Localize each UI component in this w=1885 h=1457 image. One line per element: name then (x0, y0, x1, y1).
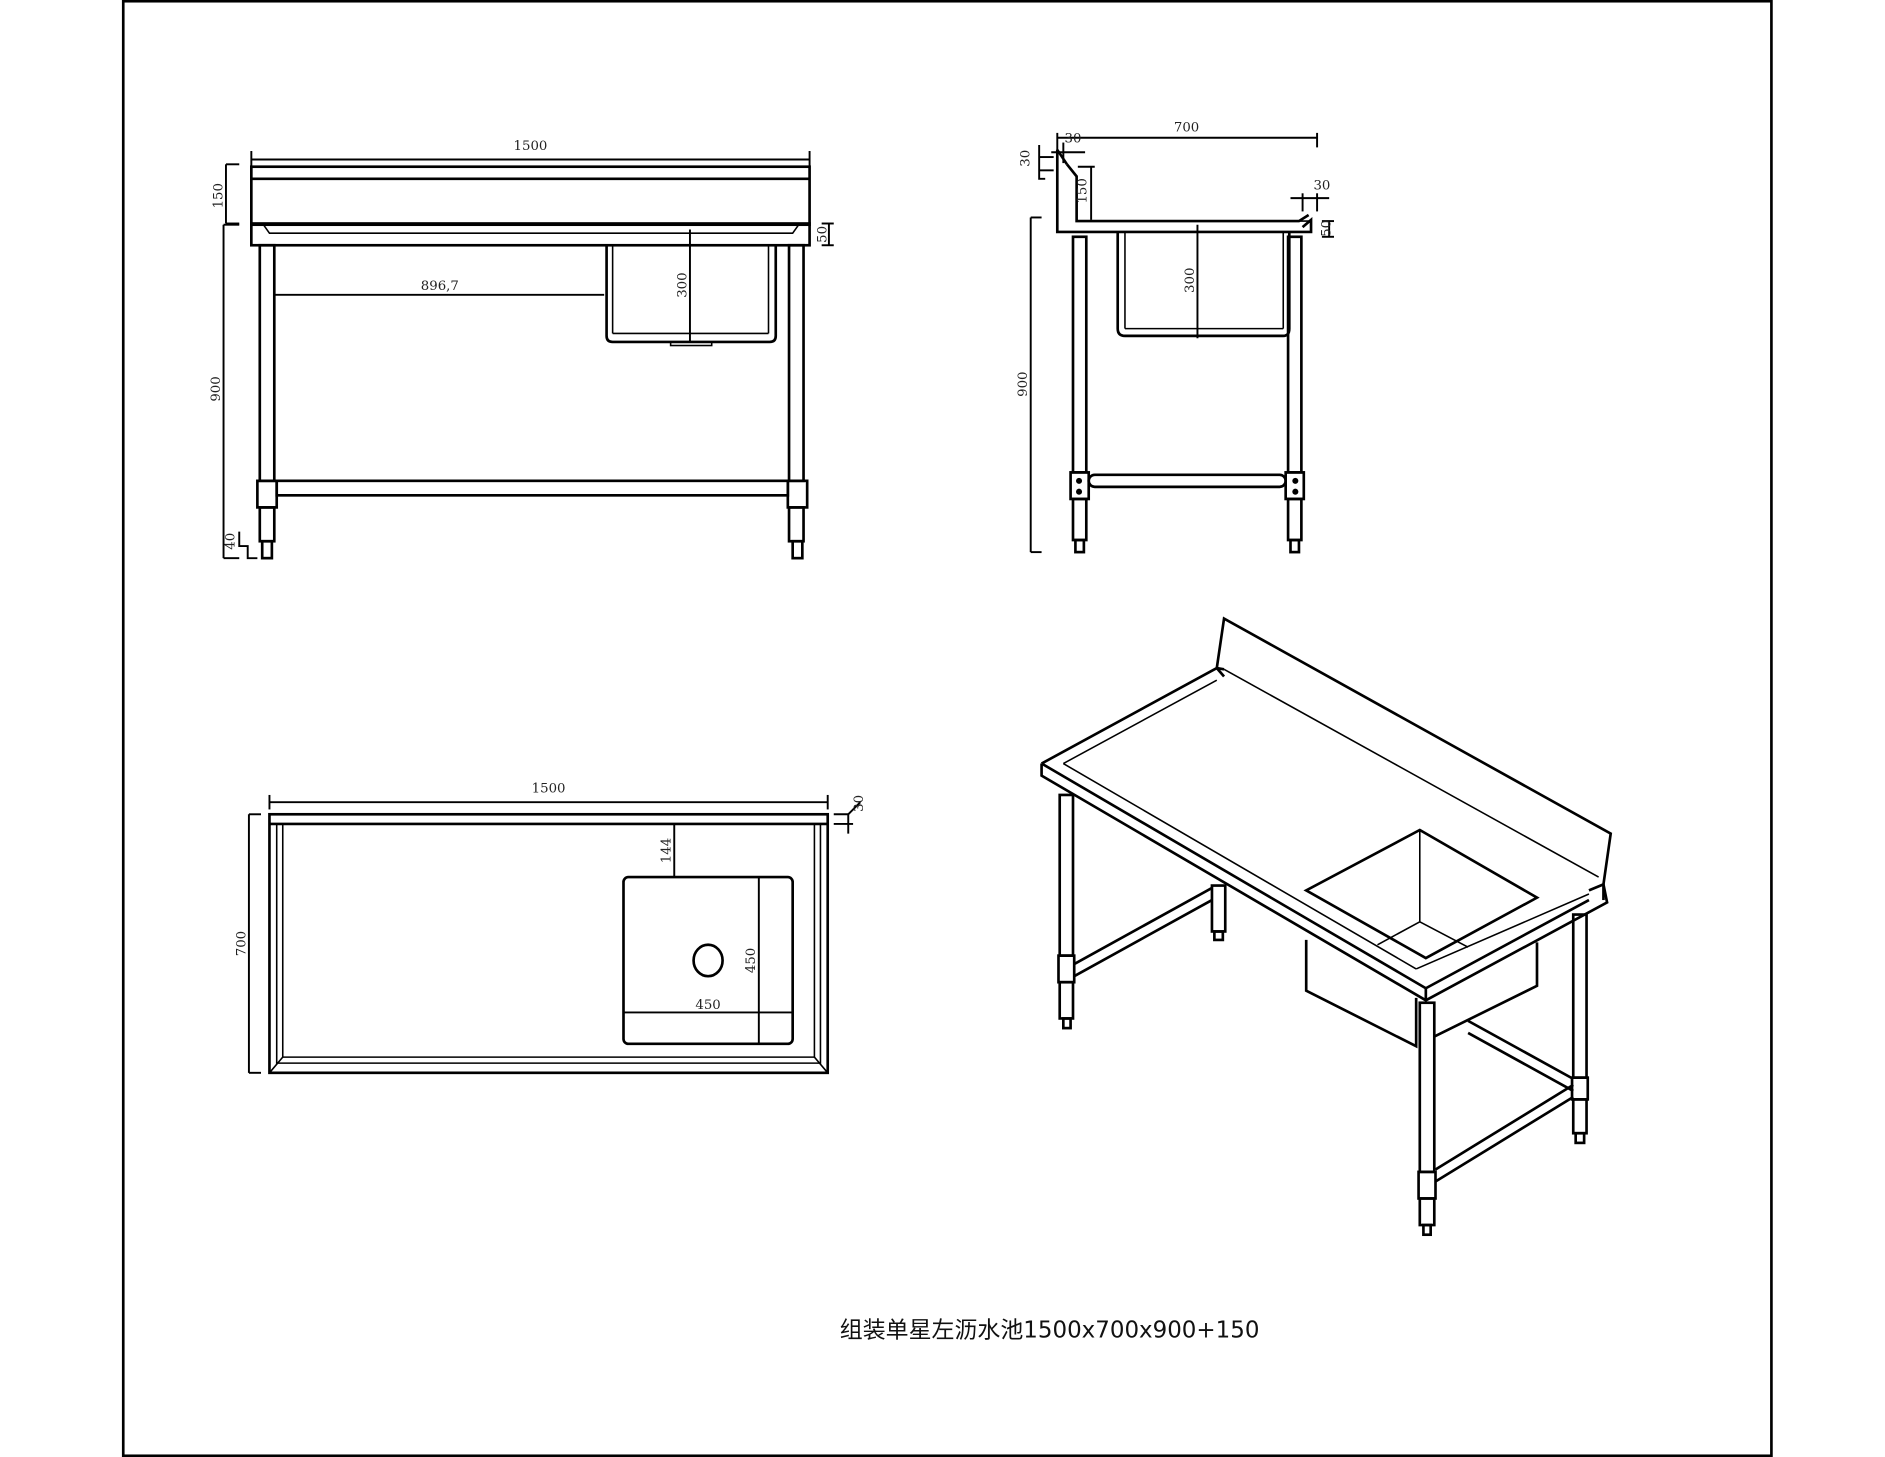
drawing-frame (121, 0, 1773, 1457)
dim-side-height: 900 (1016, 372, 1031, 397)
dim-plan-depth: 700 (234, 931, 249, 956)
dim-front-sink-depth: 300 (675, 272, 690, 297)
side-view: 700 30 30 150 30 50 300 (1016, 121, 1334, 554)
dim-side-edge: 50 (1319, 220, 1334, 237)
dim-front-sink-offset: 896,7 (421, 279, 459, 294)
dim-plan-width: 1500 (532, 782, 566, 797)
plan-view: 1500 30 700 144 450 450 (234, 782, 867, 1075)
front-view: 1500 150 50 896,7 (209, 139, 834, 560)
dim-plan-sink-length: 450 (744, 948, 759, 973)
dim-front-backsplash: 150 (211, 183, 226, 208)
drawing-title: 组装单星左沥水池1500x700x900+150 (840, 1317, 1260, 1343)
dim-front-width: 1500 (514, 139, 548, 154)
dim-side-front-lip: 30 (1313, 179, 1330, 194)
dim-side-back-top: 30 (1065, 132, 1082, 147)
isometric-view (1040, 616, 1613, 1237)
dim-plan-back-lip: 30 (852, 795, 867, 812)
dim-front-foot: 40 (223, 533, 238, 550)
dim-side-sink-depth: 300 (1183, 268, 1198, 293)
dim-plan-sink-width: 450 (695, 998, 720, 1013)
dim-front-height: 900 (209, 376, 224, 401)
dim-plan-sink-from-back: 144 (660, 838, 675, 863)
dim-front-edge: 50 (815, 226, 830, 243)
dim-side-backsplash: 150 (1075, 178, 1090, 203)
dim-side-back-thickness: 30 (1018, 150, 1033, 167)
dim-side-depth: 700 (1174, 121, 1199, 136)
